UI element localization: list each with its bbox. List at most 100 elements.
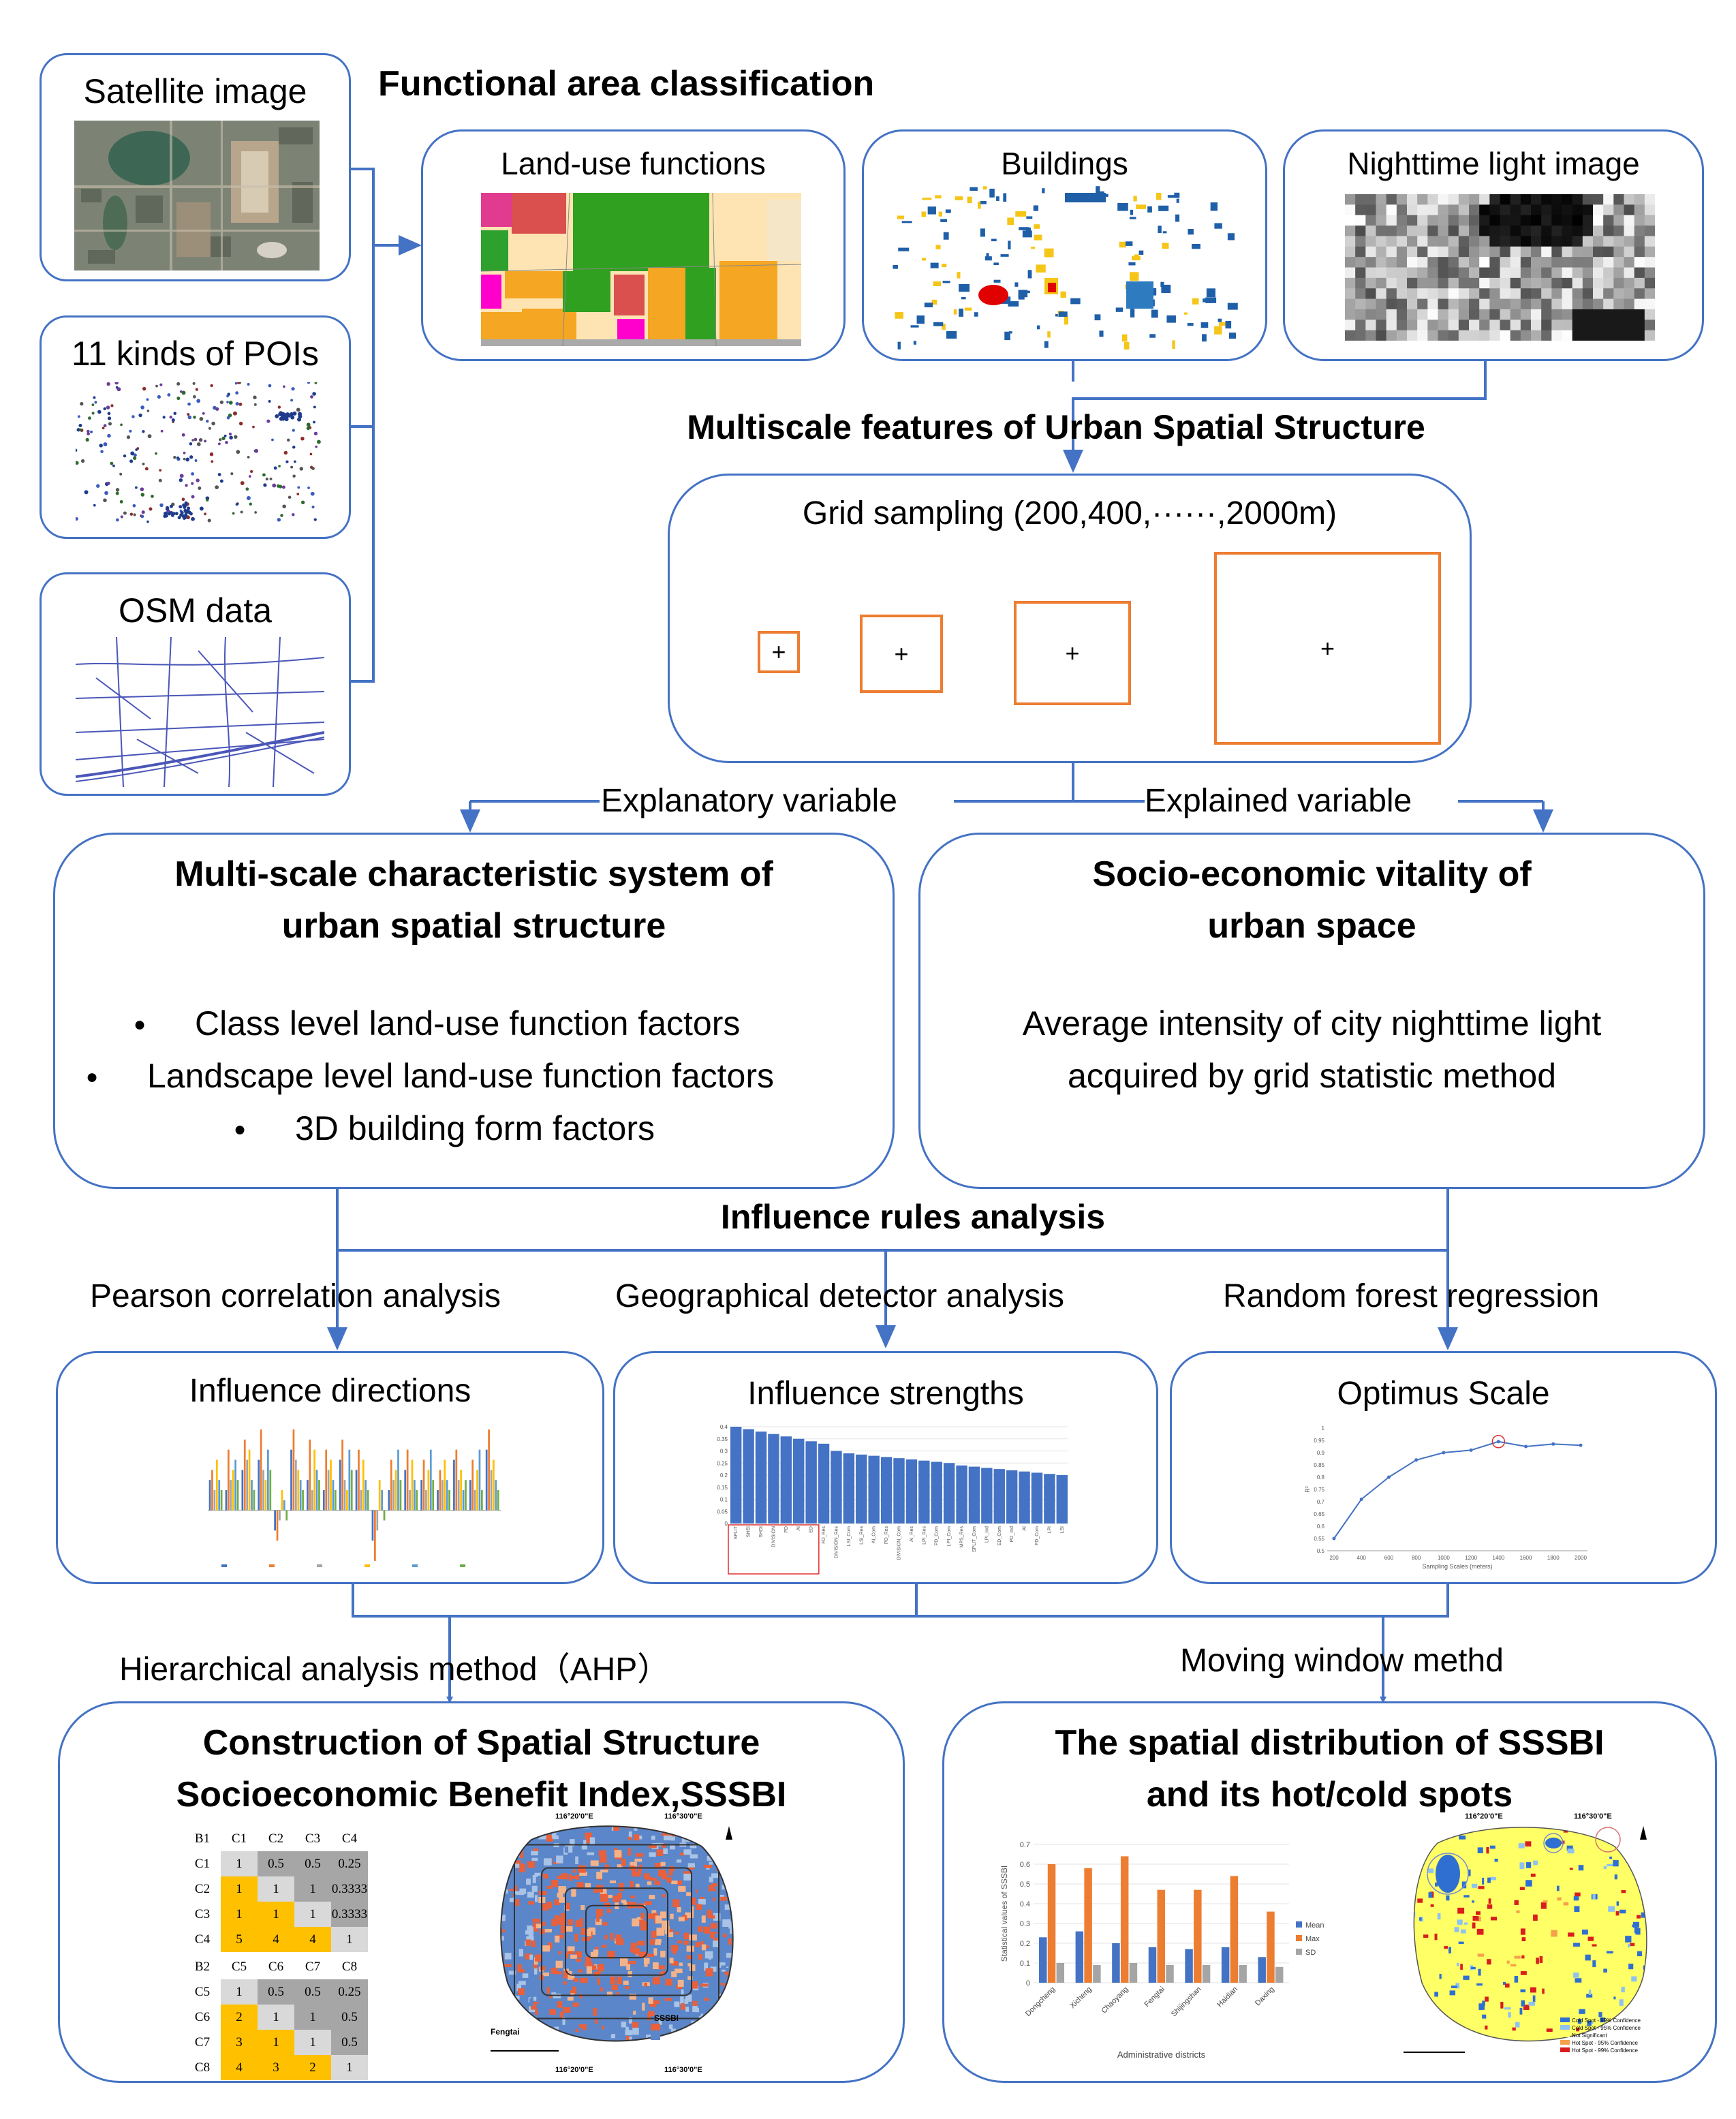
map-cell (722, 1885, 725, 1890)
matrix-cell: C7 (184, 2030, 221, 2055)
map-cell (660, 1951, 666, 1958)
map-cell (551, 1832, 557, 1838)
poi-dot (163, 514, 167, 519)
hotspot-cell (1647, 1814, 1651, 1816)
hotspot-cell (1519, 1862, 1525, 1870)
light-cell (1427, 277, 1438, 289)
ring-road (585, 1904, 648, 1959)
buildings-box: Buildings (862, 129, 1267, 361)
direction-bar (409, 1490, 411, 1511)
legend-cold-95: Cold Spot - 95% Confidence (1560, 2024, 1641, 2032)
y-tick-label: 0.5 (1317, 1548, 1325, 1554)
map-cell (595, 1908, 604, 1917)
matrix-cell: 1 (294, 2005, 331, 2030)
hotspot-cell (1619, 1999, 1624, 2006)
building (1175, 214, 1180, 222)
map-cell (589, 1837, 595, 1845)
direction-bar (439, 1470, 441, 1511)
building (901, 221, 912, 223)
light-cell (1365, 236, 1376, 247)
map-cell (652, 2002, 657, 2007)
map-cell (501, 1936, 504, 1941)
poi-dot (193, 437, 198, 442)
map-cell (536, 1979, 540, 1984)
light-cell (1345, 194, 1356, 205)
map-cell (579, 1872, 587, 1876)
light-cell (1531, 236, 1542, 247)
poi-dot (133, 453, 137, 457)
building (1060, 292, 1066, 298)
poi-dot (176, 397, 181, 401)
poi-dot (234, 435, 238, 439)
spatial-structure-system-box: Multi-scale characteristic system of urb… (53, 833, 895, 1189)
light-cell (1613, 257, 1624, 268)
influence-directions-label: Influence directions (189, 1373, 471, 1409)
poi-dot (140, 493, 145, 497)
poi-dot (107, 416, 112, 420)
map-cell (538, 1891, 547, 1896)
light-cell (1396, 236, 1408, 247)
hotspot-cell (1417, 1898, 1423, 1903)
explanatory-variable-label: Explanatory variable (601, 783, 897, 819)
hotspot-cell (1451, 1985, 1457, 1988)
hotspot-cell (1489, 1845, 1495, 1849)
x-tick-label: LPI_Com (947, 1526, 952, 1546)
poi-dot (107, 412, 111, 416)
light-cell (1634, 236, 1645, 247)
light-cell (1438, 298, 1449, 310)
map-cell (709, 1891, 716, 1898)
map-cell (708, 1885, 717, 1892)
building (1166, 315, 1176, 323)
poi-dot (235, 401, 239, 406)
poi-dot (179, 505, 183, 509)
poi-dot (189, 455, 193, 459)
light-cell (1417, 288, 1428, 300)
map-cell (689, 1854, 698, 1859)
hotspot-cell (1528, 2001, 1536, 2006)
light-cell (1407, 246, 1418, 258)
poi-dot (157, 395, 161, 399)
poi-dot (238, 402, 243, 406)
map-cell (590, 1860, 599, 1866)
light-cell (1593, 288, 1604, 300)
direction-bar (334, 1490, 337, 1511)
poi-dot (103, 424, 107, 427)
poi-dot (103, 442, 108, 447)
map-cell (534, 1895, 538, 1902)
map-cell (644, 1959, 648, 1967)
map-cell (538, 1875, 544, 1884)
building (938, 211, 943, 217)
light-cell (1376, 309, 1387, 320)
map-cell (535, 1878, 540, 1884)
strength-bar (831, 1451, 842, 1523)
x-tick-label: DIVISION_Res (834, 1526, 839, 1559)
map-cell (697, 1889, 703, 1896)
hotspot-cell (1464, 1922, 1468, 1925)
sssbi-title-line1: Construction of Spatial Structure (202, 1723, 760, 1763)
direction-bar (362, 1459, 365, 1511)
poi-dot (196, 442, 201, 446)
poi-dot (281, 485, 285, 489)
map-cell (677, 1880, 683, 1885)
light-cell (1355, 298, 1366, 310)
x-axis-label: Administrative districts (1117, 2050, 1206, 2060)
map-cell (516, 1983, 522, 1992)
building (1126, 241, 1133, 246)
poi-dot (271, 438, 274, 442)
x-tick-label: 1000 (1438, 1555, 1450, 1561)
nighttime-light-label: Nighttime light image (1347, 146, 1640, 181)
grid-center-plus: + (1320, 634, 1335, 662)
light-cell (1541, 277, 1552, 289)
map-cell (562, 2007, 571, 2013)
x-tick-label: FD_Res (822, 1526, 826, 1544)
x-tick-label: 1800 (1547, 1555, 1560, 1561)
hotspot-cell (1608, 1906, 1615, 1912)
map-cell (518, 1949, 523, 1957)
hotspot-cell (1528, 1823, 1534, 1825)
matrix-cell: C5 (221, 1954, 258, 1979)
hotspot-cell (1510, 1964, 1517, 1967)
strength-bar (1044, 1474, 1055, 1523)
poi-dot (130, 451, 135, 456)
map-cell (635, 1853, 644, 1857)
poi-dot (196, 399, 201, 403)
